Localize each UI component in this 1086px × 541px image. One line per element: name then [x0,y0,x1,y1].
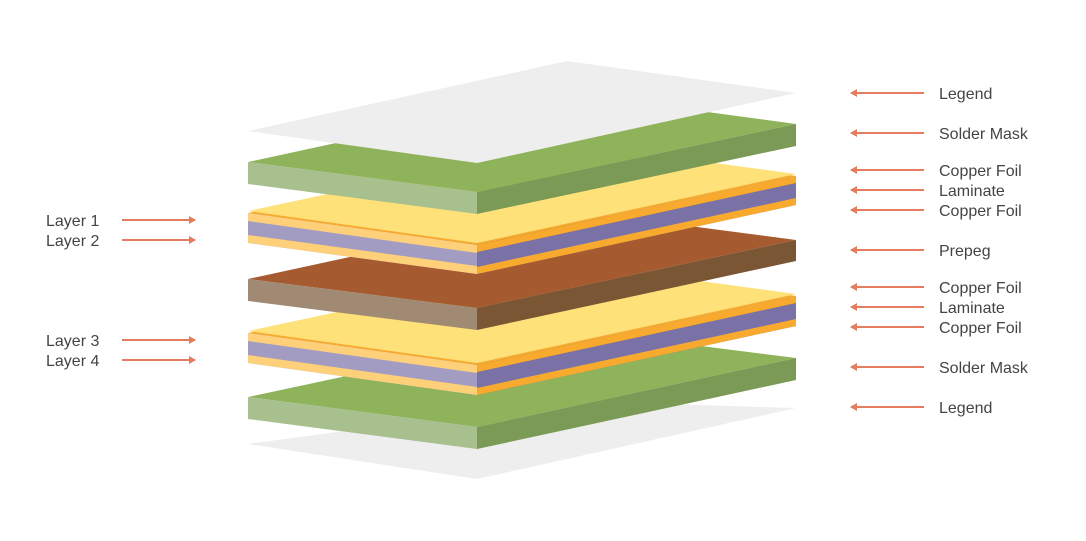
laminate-1-label: Laminate [939,183,1005,200]
copper-foil-3-label: Copper Foil [939,280,1022,297]
copper-foil-4-label: Copper Foil [939,320,1022,337]
copper-foil-1-label: Copper Foil [939,163,1022,180]
solder-mask-top-label: Solder Mask [939,126,1029,143]
laminate-2-label: Laminate [939,300,1005,317]
solder-mask-bottom-label: Solder Mask [939,360,1029,377]
top-legend-sheet [248,61,796,163]
layer-label-2: Layer 2 [46,233,99,250]
prepeg-label: Prepeg [939,243,991,260]
legend-bottom-label: Legend [939,400,992,417]
bottom-legend-sheet [248,401,796,479]
layer-label-3: Layer 3 [46,333,99,350]
layer-label-1: Layer 1 [46,213,99,230]
layer-label-4: Layer 4 [46,353,99,370]
legend-top-label: Legend [939,86,992,103]
copper-foil-2-label: Copper Foil [939,203,1022,220]
